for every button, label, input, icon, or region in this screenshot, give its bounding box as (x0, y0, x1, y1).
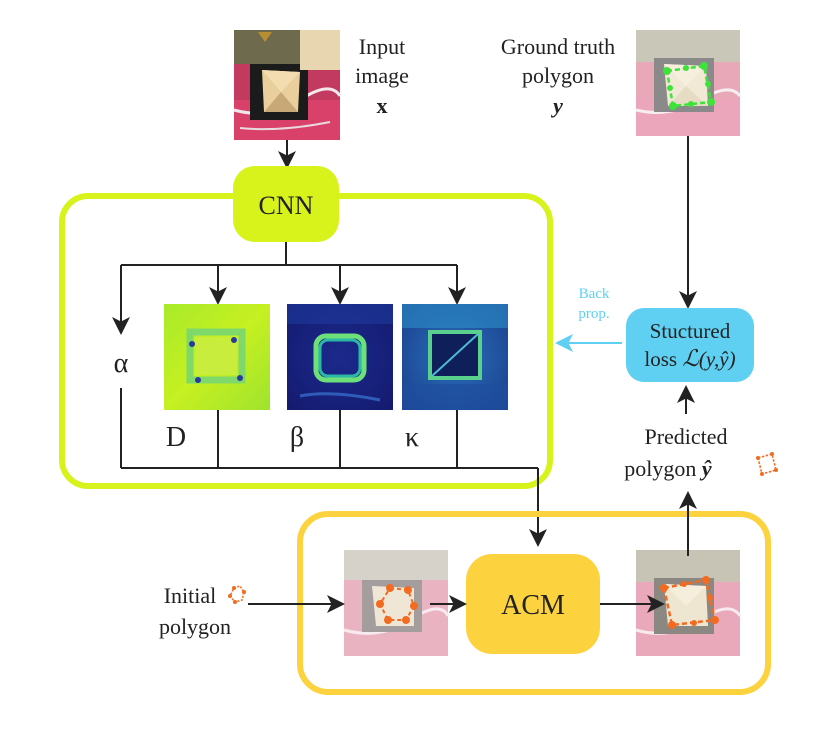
predicted-label-prefix: polygon (624, 456, 702, 481)
backprop-label-line1: Back (579, 286, 610, 302)
predicted-polygon-shape (660, 576, 719, 629)
ground-truth-image (635, 30, 742, 136)
predicted-polygon-icon (756, 452, 778, 476)
ground-truth-polygon (663, 62, 715, 110)
loss-args: (y,ŷ) (699, 347, 736, 371)
loss-block (626, 308, 754, 382)
acm-block (466, 554, 600, 654)
initial-label-line2: polygon (159, 614, 231, 639)
d-label: D (166, 422, 186, 453)
predicted-label-var: ŷ (699, 456, 712, 481)
cnn-block (233, 166, 339, 242)
backprop-label-line2: prop. (578, 306, 609, 322)
kappa-map (402, 304, 508, 410)
beta-map (287, 304, 393, 410)
loss-label-line2: loss ℒ(y,ŷ) (644, 346, 735, 371)
predicted-label-line2: polygon ŷ (624, 456, 712, 481)
ground-truth-label-line2: polygon (522, 63, 594, 88)
acm-label: ACM (501, 590, 565, 621)
predicted-label-line1: Predicted (644, 424, 727, 449)
loss-label-line1: Stuctured (650, 319, 731, 343)
alpha-label: α (114, 348, 129, 379)
ground-truth-label-var: y (550, 93, 563, 118)
initial-label-line1: Initial (164, 583, 217, 608)
input-label-line1: Input (359, 34, 405, 59)
initial-polygon-shape (376, 584, 418, 624)
input-image (233, 30, 342, 140)
loss-label-prefix: loss (644, 347, 682, 371)
kappa-label: κ (405, 422, 419, 453)
cnn-label: CNN (259, 191, 314, 220)
d-map (164, 304, 270, 410)
loss-symbol: ℒ (682, 346, 699, 371)
map-collector-lines (120, 388, 538, 469)
input-label-var: x (377, 93, 388, 118)
beta-label: β (290, 422, 304, 453)
ground-truth-label-line1: Ground truth (501, 34, 615, 59)
cnn-output-connectors (121, 242, 457, 266)
input-label-line2: image (355, 63, 409, 88)
initial-polygon-icon (228, 585, 246, 604)
